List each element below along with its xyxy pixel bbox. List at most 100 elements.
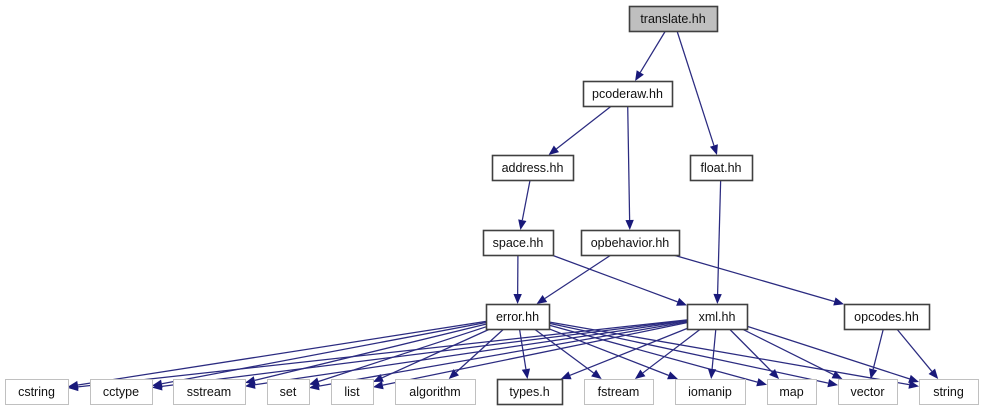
graph-node-address[interactable]: address.hh bbox=[491, 154, 575, 182]
graph-node-vector[interactable]: vector bbox=[838, 379, 898, 405]
edge-xml-to-cstring bbox=[68, 319, 688, 392]
edge-error-to-iomanip bbox=[548, 328, 678, 380]
graph-node-set[interactable]: set bbox=[267, 379, 310, 405]
edge-translate-to-pcoderaw bbox=[635, 30, 666, 81]
node-box-opbehavior[interactable] bbox=[580, 229, 681, 257]
node-box-opcodes[interactable] bbox=[843, 303, 931, 331]
graph-node-iomanip[interactable]: iomanip bbox=[675, 379, 746, 405]
arrowhead-icon bbox=[634, 369, 646, 379]
arrowhead-icon bbox=[518, 219, 527, 230]
graph-node-types[interactable]: types.h bbox=[496, 378, 564, 406]
node-box-sstream[interactable] bbox=[173, 379, 246, 405]
arrowhead-icon bbox=[152, 382, 163, 391]
arrowhead-icon bbox=[713, 293, 722, 304]
arrowhead-icon bbox=[68, 382, 79, 392]
edge-xml-to-types bbox=[560, 327, 688, 380]
arrowhead-icon bbox=[625, 219, 634, 230]
edge-xml-to-list bbox=[373, 322, 688, 390]
graph-node-space[interactable]: space.hh bbox=[482, 229, 555, 257]
graph-node-string[interactable]: string bbox=[919, 379, 979, 405]
arrowhead-icon bbox=[548, 145, 560, 155]
edge-xml-to-iomanip bbox=[707, 328, 717, 379]
arrowhead-icon bbox=[709, 144, 718, 155]
edge-error-to-sstream bbox=[245, 323, 487, 385]
node-box-translate[interactable] bbox=[628, 5, 719, 33]
arrowhead-icon bbox=[831, 370, 843, 379]
arrowhead-icon bbox=[667, 371, 678, 380]
node-box-space[interactable] bbox=[482, 229, 555, 257]
edge-xml-to-fstream bbox=[634, 328, 701, 379]
graph-node-float[interactable]: float.hh bbox=[689, 154, 754, 182]
graph-node-cctype[interactable]: cctype bbox=[90, 379, 153, 405]
edge-error-to-fstream bbox=[533, 328, 602, 379]
node-box-pcoderaw[interactable] bbox=[582, 80, 674, 108]
node-box-set[interactable] bbox=[267, 379, 310, 405]
node-box-xml[interactable] bbox=[686, 303, 749, 331]
arrowhead-icon bbox=[373, 381, 384, 390]
node-box-map[interactable] bbox=[767, 379, 817, 405]
edge-error-to-list bbox=[373, 328, 491, 382]
node-box-fstream[interactable] bbox=[584, 379, 654, 405]
edges-layer bbox=[68, 30, 939, 392]
node-box-types[interactable] bbox=[496, 378, 564, 406]
edge-error-to-map bbox=[548, 324, 767, 387]
edge-xml-to-string bbox=[746, 325, 919, 383]
arrowhead-icon bbox=[373, 374, 384, 382]
graph-node-translate[interactable]: translate.hh bbox=[628, 5, 719, 33]
edge-error-to-algorithm bbox=[448, 328, 505, 379]
arrowhead-icon bbox=[827, 378, 838, 388]
edge-space-to-error bbox=[513, 254, 522, 304]
edge-xml-to-vector bbox=[741, 328, 843, 379]
node-box-iomanip[interactable] bbox=[675, 379, 746, 405]
arrowhead-icon bbox=[309, 381, 320, 391]
arrowhead-icon bbox=[769, 368, 780, 379]
edge-xml-to-map bbox=[728, 328, 780, 379]
node-box-error[interactable] bbox=[485, 303, 551, 331]
arrowhead-icon bbox=[635, 70, 644, 81]
edge-pcoderaw-to-opbehavior bbox=[625, 105, 634, 230]
arrowhead-icon bbox=[591, 369, 602, 379]
edge-opcodes-to-vector bbox=[869, 328, 884, 379]
edge-error-to-cctype bbox=[152, 321, 487, 388]
arrowhead-icon bbox=[833, 297, 844, 306]
arrowhead-icon bbox=[707, 368, 717, 379]
edge-xml-to-set bbox=[309, 321, 688, 391]
edge-opcodes-to-string bbox=[896, 328, 939, 379]
edge-opbehavior-to-opcodes bbox=[673, 254, 844, 306]
arrowhead-icon bbox=[513, 293, 522, 304]
arrowhead-icon bbox=[521, 368, 531, 379]
graph-node-sstream[interactable]: sstream bbox=[173, 379, 246, 405]
node-box-string[interactable] bbox=[919, 379, 979, 405]
graph-node-xml[interactable]: xml.hh bbox=[686, 303, 749, 331]
graph-node-cstring[interactable]: cstring bbox=[5, 379, 69, 405]
node-box-vector[interactable] bbox=[838, 379, 898, 405]
arrowhead-icon bbox=[536, 295, 548, 304]
graph-node-algorithm[interactable]: algorithm bbox=[395, 379, 476, 405]
graph-node-map[interactable]: map bbox=[767, 379, 817, 405]
arrowhead-icon bbox=[928, 368, 939, 379]
edge-error-to-string bbox=[548, 321, 919, 389]
graph-node-list[interactable]: list bbox=[331, 379, 374, 405]
edge-opbehavior-to-error bbox=[536, 254, 612, 304]
arrowhead-icon bbox=[869, 368, 878, 379]
edge-space-to-xml bbox=[551, 254, 687, 306]
graph-node-pcoderaw[interactable]: pcoderaw.hh bbox=[582, 80, 674, 108]
arrowhead-icon bbox=[560, 371, 572, 380]
graph-node-error[interactable]: error.hh bbox=[485, 303, 551, 331]
node-box-address[interactable] bbox=[491, 154, 575, 182]
graph-node-opcodes[interactable]: opcodes.hh bbox=[843, 303, 931, 331]
edge-error-to-types bbox=[518, 328, 531, 379]
edge-pcoderaw-to-address bbox=[548, 105, 612, 155]
edge-xml-to-cctype bbox=[152, 319, 688, 391]
node-box-cctype[interactable] bbox=[90, 379, 153, 405]
node-box-cstring[interactable] bbox=[5, 379, 69, 405]
node-box-list[interactable] bbox=[331, 379, 374, 405]
edge-xml-to-sstream bbox=[245, 320, 688, 389]
graph-node-opbehavior[interactable]: opbehavior.hh bbox=[580, 229, 681, 257]
graph-node-fstream[interactable]: fstream bbox=[584, 379, 654, 405]
arrowhead-icon bbox=[245, 380, 256, 389]
node-box-float[interactable] bbox=[689, 154, 754, 182]
node-box-algorithm[interactable] bbox=[395, 379, 476, 405]
